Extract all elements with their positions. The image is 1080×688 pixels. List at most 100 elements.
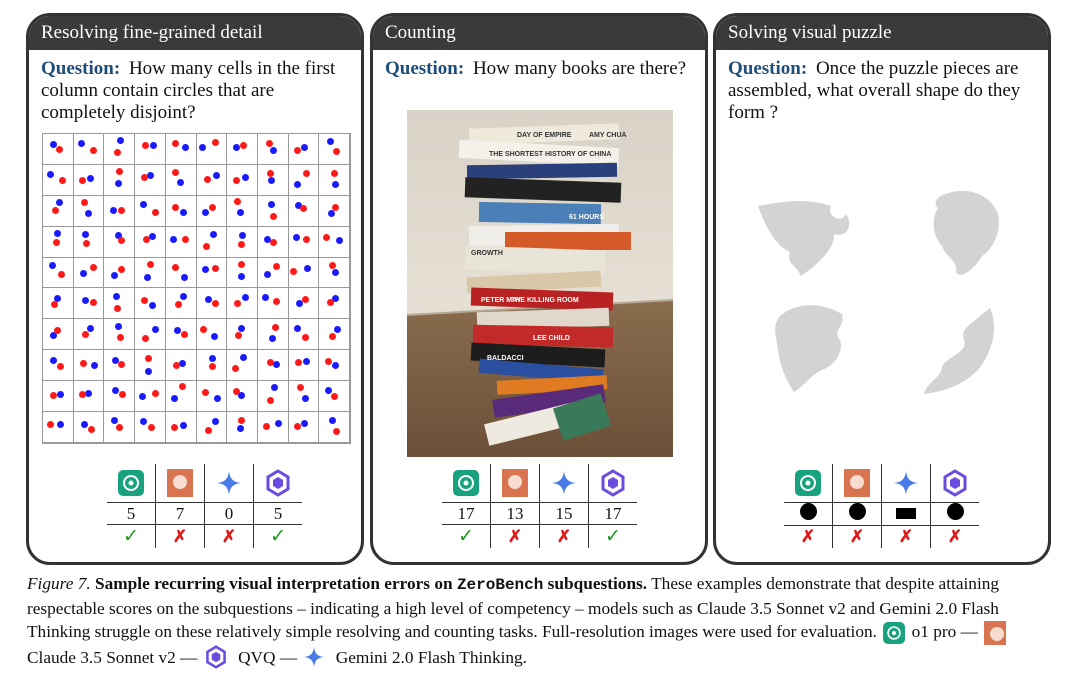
blue-circle (116, 137, 124, 145)
grid-cell (227, 350, 258, 382)
blue-circle (241, 174, 249, 182)
red-circle (202, 388, 210, 396)
panel-title: Counting (373, 16, 705, 50)
red-circle (172, 140, 180, 148)
blue-circle (332, 269, 340, 276)
red-circle (269, 239, 277, 247)
red-circle (269, 213, 277, 221)
answer-table: ✗ ✗ ✗ ✗ (784, 464, 979, 548)
red-circle (118, 361, 126, 369)
blue-circle (238, 392, 246, 400)
question-label: Question: (728, 58, 808, 79)
red-circle (302, 333, 310, 341)
red-circle (115, 168, 123, 176)
grid-cell (104, 134, 136, 165)
blue-circle (80, 270, 88, 278)
blue-circle (111, 386, 119, 394)
grid-cell (227, 412, 258, 443)
blue-circle (111, 272, 119, 280)
blue-circle (109, 206, 117, 214)
red-circle (272, 262, 280, 270)
red-circle (175, 300, 182, 308)
answer-qvq: 17 (588, 502, 637, 525)
grid-cell (135, 350, 166, 382)
red-circle (266, 396, 274, 404)
red-circle (208, 204, 216, 211)
grid-cell (319, 226, 350, 258)
red-circle (301, 296, 309, 304)
red-circle (330, 392, 338, 400)
grid-cell (104, 350, 136, 382)
book-spine-label: DAY OF EMPIRE (517, 132, 572, 139)
grid-cell (196, 412, 228, 443)
grid-cell (288, 134, 320, 165)
grid-cell (165, 164, 197, 196)
grid-cell (257, 257, 289, 289)
openai-icon (118, 470, 144, 496)
cross-mark: ✗ (172, 526, 188, 546)
red-circle (323, 234, 331, 242)
blue-circle (293, 180, 301, 188)
panel-fine-grained: Resolving fine-grained detail Question: … (26, 13, 364, 565)
red-circle (118, 207, 126, 215)
caption-title: Sample recurring visual interpretation e… (95, 574, 648, 594)
blue-circle (80, 421, 88, 429)
question-text: Once the puzzle pieces are assembled, wh… (728, 58, 1021, 123)
answer-table: 5 7 0 5 ✓ ✗ ✗ ✓ (107, 464, 302, 548)
blue-circle (170, 235, 178, 243)
red-circle (170, 424, 178, 432)
red-circle (90, 299, 98, 307)
red-circle (266, 359, 274, 367)
answer-claude: 7 (155, 502, 205, 525)
blue-circle (326, 137, 334, 145)
red-circle (302, 170, 310, 178)
question: Question: Once the puzzle pieces are ass… (728, 58, 1036, 124)
blue-circle (272, 361, 280, 369)
blue-circle (57, 391, 65, 399)
red-circle (232, 177, 240, 185)
red-circle (325, 358, 333, 366)
blue-circle (213, 171, 221, 179)
blue-circle (208, 355, 216, 363)
book-spine-label: THE SHORTEST HISTORY OF CHINA (489, 151, 611, 158)
blue-circle (210, 231, 218, 239)
dot-grid-image (42, 133, 351, 444)
blue-circle (333, 325, 341, 333)
panel-visual-puzzle: Solving visual puzzle Question: Once the… (713, 13, 1051, 565)
check-mark: ✓ (123, 526, 139, 547)
question-label: Question: (41, 58, 121, 79)
answer-gemini (881, 502, 931, 526)
blue-circle (112, 357, 120, 365)
grid-cell (165, 412, 197, 443)
red-circle (142, 335, 150, 343)
gemini-icon (216, 470, 242, 496)
red-circle (141, 296, 149, 304)
red-circle (118, 391, 126, 399)
question-label: Question: (385, 58, 465, 79)
red-circle (333, 147, 341, 155)
blue-circle (181, 143, 189, 151)
cross-mark: ✗ (898, 527, 914, 546)
blue-circle (78, 140, 86, 148)
blue-circle (211, 333, 219, 341)
grid-cell (288, 319, 320, 351)
red-circle (271, 323, 279, 331)
figure-caption: Figure 7. Sample recurring visual interp… (27, 572, 1057, 673)
red-circle (331, 203, 339, 211)
red-circle (80, 199, 88, 207)
red-circle (238, 241, 246, 249)
cross-mark: ✗ (947, 527, 963, 546)
blue-circle (262, 293, 270, 301)
blue-circle (268, 200, 276, 208)
book-spine-label: 61 HOURS (569, 214, 604, 221)
qvq-icon (941, 469, 969, 497)
book-spine-label: GROWTH (471, 250, 503, 257)
blue-circle (147, 172, 155, 180)
circle-shape-icon (946, 503, 964, 520)
blue-circle (150, 141, 158, 149)
grid-cell (288, 381, 320, 413)
red-circle (238, 416, 246, 424)
red-circle (327, 298, 334, 306)
red-circle (199, 326, 207, 334)
blue-circle (201, 266, 209, 274)
